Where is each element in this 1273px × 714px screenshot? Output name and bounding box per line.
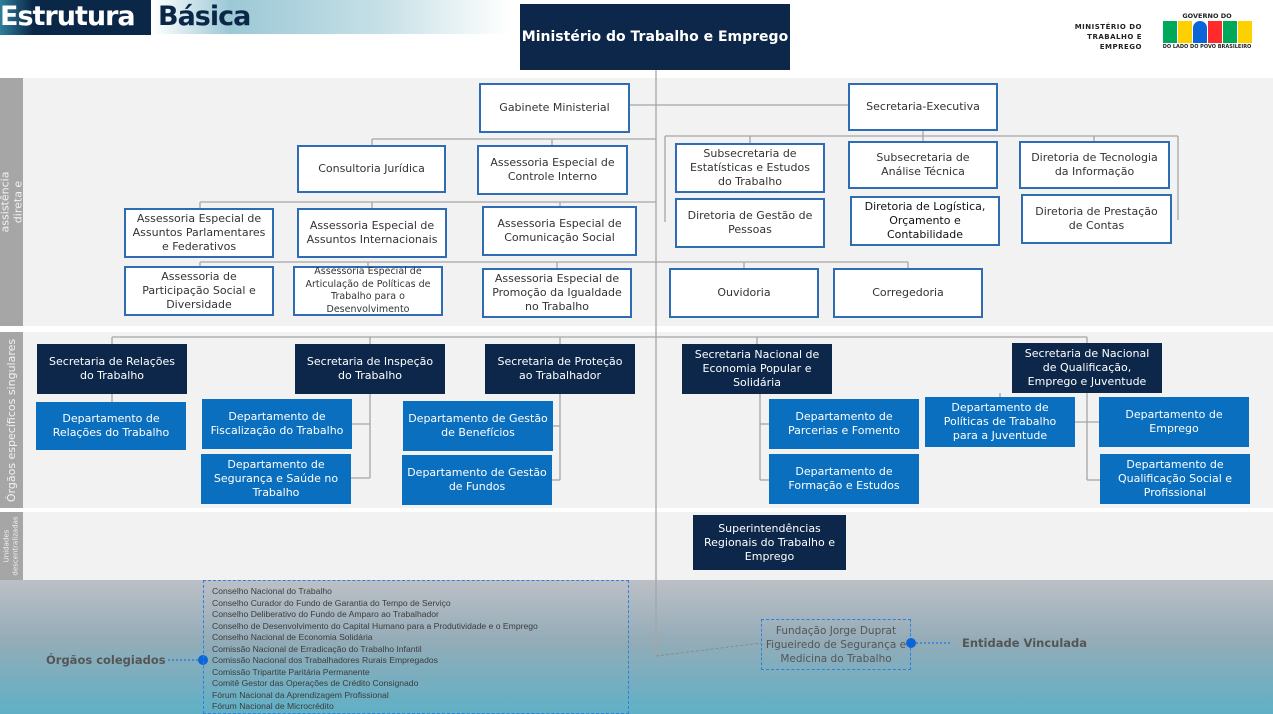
unit-superintendencias-regionais[interactable]: Superintendências Regionais do Trabalho … — [693, 515, 846, 570]
unit-promocao-igualdade[interactable]: Assessoria Especial de Promoção da Igual… — [482, 268, 632, 318]
unit-dep-formacao-estudos[interactable]: Departamento de Formação e Estudos — [769, 454, 919, 504]
title-part2: Básica — [158, 1, 251, 32]
unit-participacao-social[interactable]: Assessoria de Participação Social e Dive… — [124, 266, 274, 316]
unit-dep-politicas-juventude[interactable]: Departamento de Políticas de Trabalho pa… — [925, 397, 1075, 447]
unit-subsecretaria-analise-tecnica[interactable]: Subsecretaria de Análise Técnica — [848, 141, 998, 189]
collegiate-item: Conselho Deliberativo do Fundo de Amparo… — [212, 609, 439, 619]
unit-dep-gestao-beneficios[interactable]: Departamento de Gestão de Benefícios — [403, 401, 553, 451]
unit-assuntos-internacionais[interactable]: Assessoria Especial de Assuntos Internac… — [297, 208, 447, 258]
collegiate-item: Fórum Nacional de Microcrédito — [212, 701, 334, 711]
section-collegiate-bg — [0, 580, 1273, 714]
collegiate-label: Órgãos colegiados — [46, 653, 166, 667]
unit-dep-qualificacao-social[interactable]: Departamento de Qualificação Social e Pr… — [1100, 454, 1250, 504]
unit-corregedoria[interactable]: Corregedoria — [833, 268, 983, 318]
section-label-decentral: Unidades descentralizadas — [0, 512, 23, 580]
title-part1: Estrutura — [0, 0, 151, 35]
collegiate-item: Comissão Nacional dos Trabalhadores Rura… — [212, 655, 438, 665]
unit-sec-relacoes-trabalho[interactable]: Secretaria de Relações do Trabalho — [37, 344, 187, 394]
unit-articulacao-politicas[interactable]: Assessoria Especial de Articulação de Po… — [293, 266, 443, 316]
logo-bottom-text: DO LADO DO POVO BRASILEIRO — [1162, 44, 1252, 50]
linked-entity-label: Entidade Vinculada — [962, 636, 1088, 650]
collegiate-item: Comitê Gestor das Operações de Crédito C… — [212, 678, 419, 688]
unit-dep-relacoes-trabalho[interactable]: Departamento de Relações do Trabalho — [36, 402, 186, 450]
unit-logistica-orcamento[interactable]: Diretoria de Logística, Orçamento e Cont… — [850, 196, 1000, 246]
collegiate-item: Conselho Nacional de Economia Solidária — [212, 632, 373, 642]
unit-controle-interno[interactable]: Assessoria Especial de Controle Interno — [477, 145, 628, 195]
unit-sec-economia-popular[interactable]: Secretaria Nacional de Economia Popular … — [682, 344, 832, 394]
unit-sec-protecao-trabalhador[interactable]: Secretaria de Proteção ao Trabalhador — [485, 344, 635, 394]
unit-dep-emprego[interactable]: Departamento de Emprego — [1099, 397, 1249, 447]
unit-consultoria-juridica[interactable]: Consultoria Jurídica — [297, 145, 446, 193]
linked-entity-box[interactable]: Fundação Jorge Duprat Figueiredo de Segu… — [761, 619, 911, 670]
unit-ouvidoria[interactable]: Ouvidoria — [669, 268, 819, 318]
ministry-logo: MINISTÉRIO DO TRABALHO E EMPREGO — [1074, 23, 1142, 51]
unit-dep-fiscalizacao[interactable]: Departamento de Fiscalização do Trabalho — [202, 399, 352, 449]
unit-dep-gestao-fundos[interactable]: Departamento de Gestão de Fundos — [402, 455, 552, 505]
unit-assuntos-parlamentares[interactable]: Assessoria Especial de Assuntos Parlamen… — [124, 208, 274, 258]
collegiate-item: Conselho Curador do Fundo de Garantia do… — [212, 597, 451, 608]
linked-connector-dot — [906, 638, 916, 648]
logo-top-text: GOVERNO DO — [1182, 12, 1232, 20]
unit-dep-seguranca-saude[interactable]: Departamento de Segurança e Saúde no Tra… — [201, 454, 351, 504]
section-decentral-bg — [0, 512, 1273, 580]
gov-brasil-logo: GOVERNO DO DO LADO DO POVO BRASILEIRO — [1160, 12, 1254, 50]
unit-sec-inspecao-trabalho[interactable]: Secretaria de Inspeção do Trabalho — [295, 344, 445, 394]
collegiate-item: Comissão Nacional de Erradicação do Trab… — [212, 643, 422, 654]
ministry-root-box[interactable]: Ministério do Trabalho e Emprego — [520, 4, 790, 70]
unit-prestacao-contas[interactable]: Diretoria de Prestação de Contas — [1021, 194, 1172, 244]
collegiate-item: Conselho de Desenvolvimento do Capital H… — [212, 620, 538, 631]
unit-subsecretaria-estatisticas[interactable]: Subsecretaria de Estatísticas e Estudos … — [675, 143, 825, 193]
section-label-specific: Órgãos específicos singulares — [0, 332, 23, 508]
unit-comunicacao-social[interactable]: Assessoria Especial de Comunicação Socia… — [482, 206, 637, 256]
unit-gestao-pessoas[interactable]: Diretoria de Gestão de Pessoas — [675, 198, 825, 248]
unit-gabinete[interactable]: Gabinete Ministerial — [479, 83, 630, 133]
collegiate-item: Conselho Nacional do Trabalho — [212, 586, 332, 596]
unit-dep-parcerias-fomento[interactable]: Departamento de Parcerias e Fomento — [769, 399, 919, 449]
logo-word — [1160, 21, 1254, 43]
unit-tecnologia-informacao[interactable]: Diretoria de Tecnologia da Informação — [1019, 141, 1170, 189]
unit-sec-qualificacao-emprego[interactable]: Secretaria de Nacional de Qualificação, … — [1012, 343, 1162, 393]
collegiate-item: Comissão Tripartite Paritária Permanente — [212, 666, 370, 677]
section-label-direct: Unidades de assistência direta e imediat… — [0, 78, 51, 326]
unit-secretaria-executiva[interactable]: Secretaria-Executiva — [848, 83, 998, 131]
collegiate-item: Fórum Nacional da Aprendizagem Profissio… — [212, 689, 389, 700]
collegiate-list: Conselho Nacional do Trabalho Conselho C… — [203, 580, 629, 714]
